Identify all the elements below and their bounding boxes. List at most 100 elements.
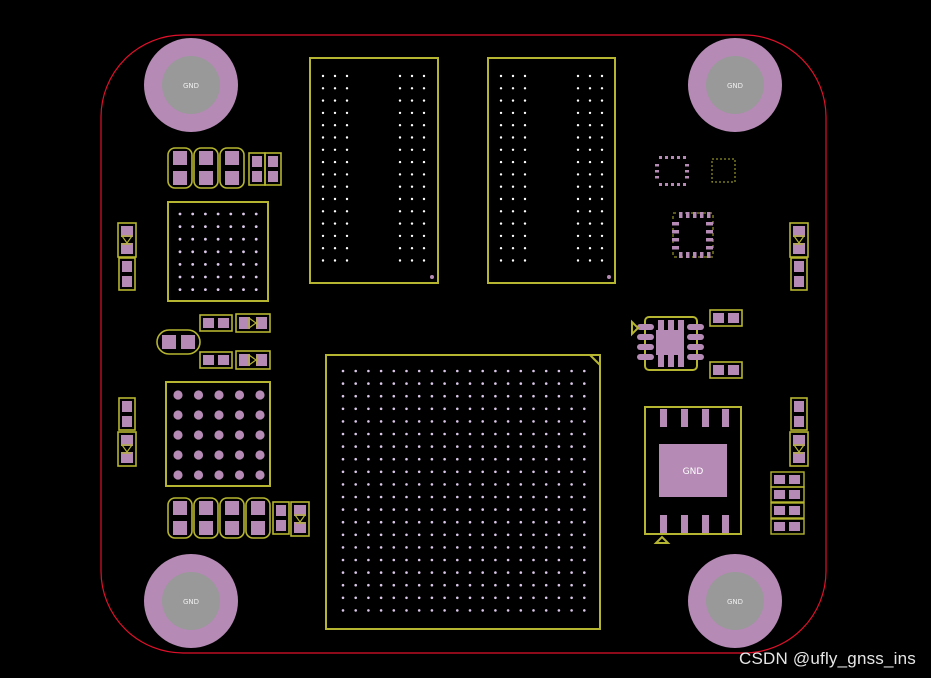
ball-pad bbox=[410, 222, 414, 225]
resistor[interactable] bbox=[118, 257, 136, 291]
diode[interactable] bbox=[789, 431, 809, 467]
ball-pad bbox=[354, 609, 358, 612]
ball-pad bbox=[417, 546, 421, 549]
ball-pad bbox=[193, 470, 204, 480]
resistor[interactable] bbox=[709, 309, 743, 327]
ball-pad bbox=[532, 445, 535, 448]
ball-pad bbox=[405, 546, 408, 549]
ball-pad bbox=[242, 275, 245, 279]
resistor[interactable] bbox=[199, 314, 233, 332]
left-coarse-bga-chip[interactable] bbox=[165, 381, 271, 487]
ball-pad bbox=[234, 470, 245, 480]
resistor[interactable] bbox=[118, 397, 136, 431]
soic-center-pad bbox=[656, 330, 684, 355]
resistor[interactable] bbox=[770, 518, 805, 535]
mounting-hole-top-right[interactable]: GND bbox=[688, 38, 782, 132]
ball-pad bbox=[443, 394, 446, 398]
ball-pad bbox=[456, 508, 459, 511]
resistor[interactable] bbox=[272, 501, 290, 535]
ball-pad bbox=[398, 197, 402, 201]
ball-pad bbox=[481, 470, 485, 474]
diode[interactable] bbox=[235, 313, 271, 333]
main-processor-bga[interactable] bbox=[325, 354, 601, 630]
resistor[interactable] bbox=[790, 257, 808, 291]
ball-pad bbox=[499, 222, 503, 225]
ball-pad bbox=[392, 533, 396, 537]
ball-pad bbox=[191, 212, 195, 216]
ball-pad bbox=[544, 394, 548, 398]
power-package[interactable]: GND bbox=[644, 406, 742, 544]
ball-pad bbox=[321, 197, 325, 201]
mounting-hole-bottom-left[interactable]: GND bbox=[144, 554, 238, 648]
resistor[interactable] bbox=[264, 152, 282, 186]
ball-pad bbox=[523, 247, 527, 250]
ball-pad bbox=[557, 382, 561, 385]
capacitor-group-bottom-left[interactable] bbox=[167, 497, 271, 539]
ball-pad bbox=[410, 111, 414, 115]
resistor-pad bbox=[122, 276, 132, 287]
ball-pad bbox=[367, 457, 370, 461]
ball-pad bbox=[576, 87, 580, 90]
qfn-chip-square[interactable] bbox=[711, 158, 736, 183]
ball-pad bbox=[532, 508, 535, 511]
ball-pad bbox=[234, 390, 245, 400]
qfn-chip-small[interactable] bbox=[655, 156, 689, 186]
qfn-pad bbox=[679, 212, 683, 218]
mounting-hole-top-left[interactable]: GND bbox=[144, 38, 238, 132]
ball-pad bbox=[588, 99, 592, 102]
diode[interactable] bbox=[235, 350, 271, 370]
ball-pad bbox=[405, 533, 408, 537]
capacitor-group-top-left[interactable] bbox=[167, 147, 245, 189]
pin1-marker bbox=[607, 275, 611, 279]
ball-pad bbox=[333, 111, 337, 115]
resistor-pad bbox=[276, 520, 286, 531]
diode[interactable] bbox=[117, 431, 137, 467]
ball-pad bbox=[481, 457, 485, 461]
ball-pad bbox=[511, 222, 515, 225]
ball-pad bbox=[367, 520, 370, 524]
watermark-text: CSDN @ufly_gnss_ins bbox=[739, 649, 916, 668]
ball-pad bbox=[367, 558, 370, 562]
capacitor-outline bbox=[167, 497, 193, 539]
ball-pad bbox=[321, 247, 325, 250]
ball-pad bbox=[468, 558, 472, 562]
oval-capacitor[interactable] bbox=[156, 329, 201, 355]
qfn-pad bbox=[679, 252, 683, 258]
ball-pad bbox=[367, 483, 370, 486]
ball-pad bbox=[430, 445, 434, 448]
ball-pad bbox=[600, 247, 604, 250]
ball-pad bbox=[354, 546, 358, 549]
ball-pad bbox=[367, 369, 370, 373]
resistor-pad bbox=[728, 313, 739, 323]
ball-pad bbox=[193, 430, 204, 440]
resistor[interactable] bbox=[199, 351, 233, 369]
ball-pad bbox=[600, 234, 604, 238]
ball-pad bbox=[354, 457, 358, 461]
resistor[interactable] bbox=[770, 486, 805, 503]
ball-pad bbox=[588, 210, 592, 213]
diode[interactable] bbox=[117, 222, 137, 258]
resistor[interactable] bbox=[770, 502, 805, 519]
ball-pad bbox=[254, 237, 258, 241]
memory-chip-left[interactable] bbox=[309, 57, 439, 284]
left-bga-chip[interactable] bbox=[167, 201, 269, 302]
soic-chip[interactable] bbox=[631, 316, 704, 371]
ball-pad bbox=[417, 520, 421, 524]
resistor[interactable] bbox=[790, 397, 808, 431]
ball-pad bbox=[499, 136, 503, 139]
ball-pad bbox=[405, 571, 408, 574]
ball-pad bbox=[544, 382, 548, 385]
ball-pad bbox=[583, 382, 586, 385]
diode[interactable] bbox=[290, 501, 310, 537]
memory-chip-right[interactable] bbox=[487, 57, 616, 284]
ball-pad bbox=[255, 410, 265, 420]
ball-pad bbox=[557, 609, 561, 612]
diode[interactable] bbox=[789, 222, 809, 258]
mounting-hole-bottom-right[interactable]: GND bbox=[688, 554, 782, 648]
resistor[interactable] bbox=[709, 361, 743, 379]
ball-pad bbox=[333, 74, 337, 78]
ball-pad bbox=[583, 394, 586, 398]
ball-pad bbox=[523, 222, 527, 225]
ball-pad bbox=[499, 197, 503, 201]
qfn-chip-medium[interactable] bbox=[672, 212, 714, 258]
